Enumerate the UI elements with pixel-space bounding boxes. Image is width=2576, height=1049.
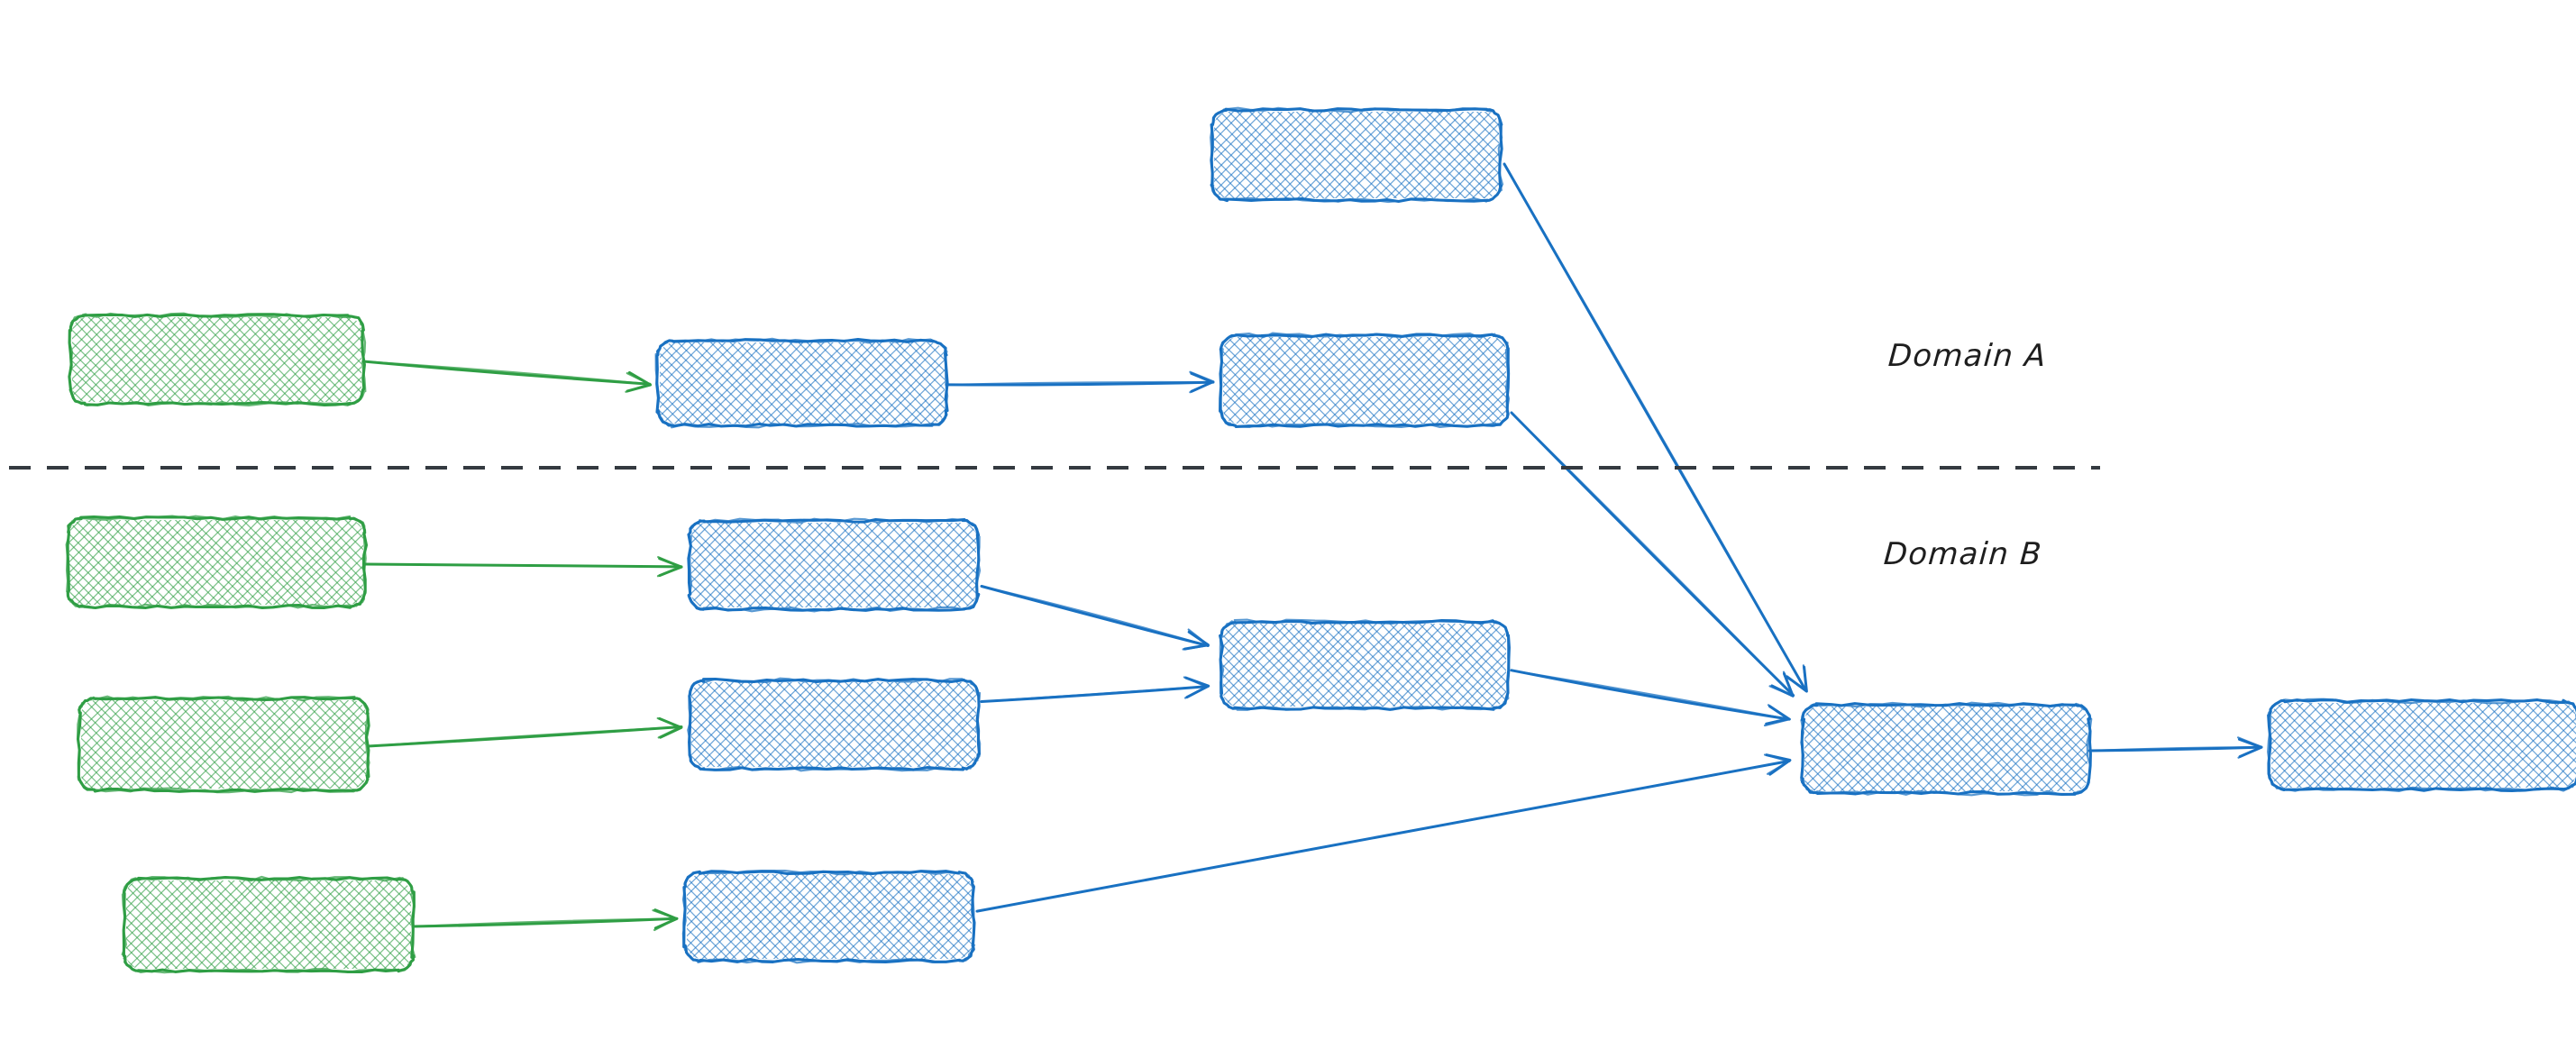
node-b-aggregator[interactable] <box>1615 698 2270 799</box>
label-domain-b: Domain B <box>1882 536 2044 572</box>
arrowhead <box>1763 753 1790 775</box>
arrowhead <box>1763 704 1791 727</box>
edge-line-sketch-pass <box>412 917 678 927</box>
edge-b-aggregator-to-b-output[interactable] <box>2087 736 2263 759</box>
edge-b-blue-1-to-b-merge[interactable] <box>980 585 1210 651</box>
node-outline-sketch-pass <box>1219 618 1511 711</box>
node-b-output[interactable] <box>2082 694 2576 796</box>
edge-a-green-1-to-a-blue-1[interactable] <box>361 360 653 393</box>
arrowhead <box>1182 628 1210 651</box>
arrowhead <box>1768 670 1795 698</box>
node-outline-sketch-pass <box>77 695 370 794</box>
edge-b-blue-2-to-b-merge[interactable] <box>980 676 1210 703</box>
edge-a-blue-2-to-b-aggregator[interactable] <box>1510 411 1795 698</box>
edge-line-sketch-pass <box>1503 163 1807 692</box>
edge-line-sketch-pass <box>981 585 1210 647</box>
edge-a-blue-1-to-a-blue-2[interactable] <box>945 370 1215 394</box>
node-outline-sketch-pass <box>654 337 949 429</box>
arrowhead <box>1189 370 1215 394</box>
arrowhead <box>625 372 651 393</box>
node-hatch-fill <box>687 874 972 959</box>
edge-line-sketch-pass <box>945 380 1214 386</box>
arrowhead <box>1784 664 1808 691</box>
edge-line-sketch-pass <box>362 360 651 386</box>
edge-b-green-2-to-b-blue-2[interactable] <box>366 716 683 748</box>
node-hatch-fill <box>72 317 361 402</box>
edge-line-sketch-pass <box>1511 412 1795 697</box>
edge-b-green-1-to-b-blue-1[interactable] <box>363 556 683 578</box>
node-b-merge[interactable] <box>1039 616 1689 716</box>
node-b-green-2[interactable] <box>0 691 556 797</box>
node-b-blue-3[interactable] <box>498 865 1154 967</box>
edge-line <box>1510 669 1791 721</box>
node-outline-sketch-pass <box>1800 701 2093 797</box>
edge-line-sketch-pass <box>976 760 1791 913</box>
edge-line-sketch-pass <box>364 563 682 568</box>
node-a-blue-1[interactable] <box>479 333 1127 432</box>
arrowhead <box>2237 736 2263 759</box>
node-hatch-fill <box>2271 703 2576 788</box>
node-a-blue-2[interactable] <box>1031 329 1697 433</box>
edge-line-sketch-pass <box>1511 669 1791 721</box>
node-hatch-fill <box>691 523 976 607</box>
edge-line-sketch-pass <box>981 685 1209 703</box>
node-hatch-fill <box>1804 707 2087 791</box>
node-outline-sketch-pass <box>121 875 416 974</box>
label-domain-a: Domain A <box>1886 338 2049 374</box>
node-outline-sketch-pass <box>687 517 982 613</box>
node-outline-sketch-pass <box>1210 106 1504 204</box>
node-a-top-blue[interactable] <box>1022 103 1690 206</box>
node-hatch-fill <box>1214 112 1499 198</box>
edge-line-sketch-pass <box>367 725 682 747</box>
node-hatch-fill <box>126 880 411 969</box>
node-hatch-fill <box>660 342 945 424</box>
node-outline-sketch-pass <box>1219 332 1511 429</box>
node-b-blue-1[interactable] <box>503 514 1156 616</box>
edge-a-top-blue-to-b-aggregator[interactable] <box>1503 162 1808 693</box>
edge-line-sketch-pass <box>2088 746 2262 752</box>
node-b-blue-2[interactable] <box>502 673 1156 775</box>
node-a-green-1[interactable] <box>0 308 548 410</box>
edge-b-green-3-to-b-blue-3[interactable] <box>411 908 679 932</box>
node-hatch-fill <box>69 520 363 605</box>
edge-line <box>945 380 1215 387</box>
node-b-green-3[interactable] <box>0 871 601 977</box>
node-b-green-1[interactable] <box>0 511 544 613</box>
node-outline-sketch-pass <box>687 677 982 772</box>
node-hatch-fill <box>1223 624 1506 707</box>
node-hatch-fill <box>1223 337 1506 424</box>
node-outline-sketch-pass <box>681 870 976 964</box>
node-outline-sketch-pass <box>65 515 367 609</box>
arrowhead <box>652 909 678 932</box>
arrowhead <box>656 716 682 739</box>
node-hatch-fill <box>81 700 366 789</box>
node-outline-sketch-pass <box>2267 698 2576 793</box>
arrowhead <box>656 556 683 578</box>
edge-b-merge-to-b-aggregator[interactable] <box>1510 669 1791 727</box>
edge-b-blue-3-to-b-aggregator[interactable] <box>975 753 1792 913</box>
node-hatch-fill <box>691 682 976 767</box>
node-outline-sketch-pass <box>68 312 367 407</box>
arrowhead <box>1183 676 1209 699</box>
